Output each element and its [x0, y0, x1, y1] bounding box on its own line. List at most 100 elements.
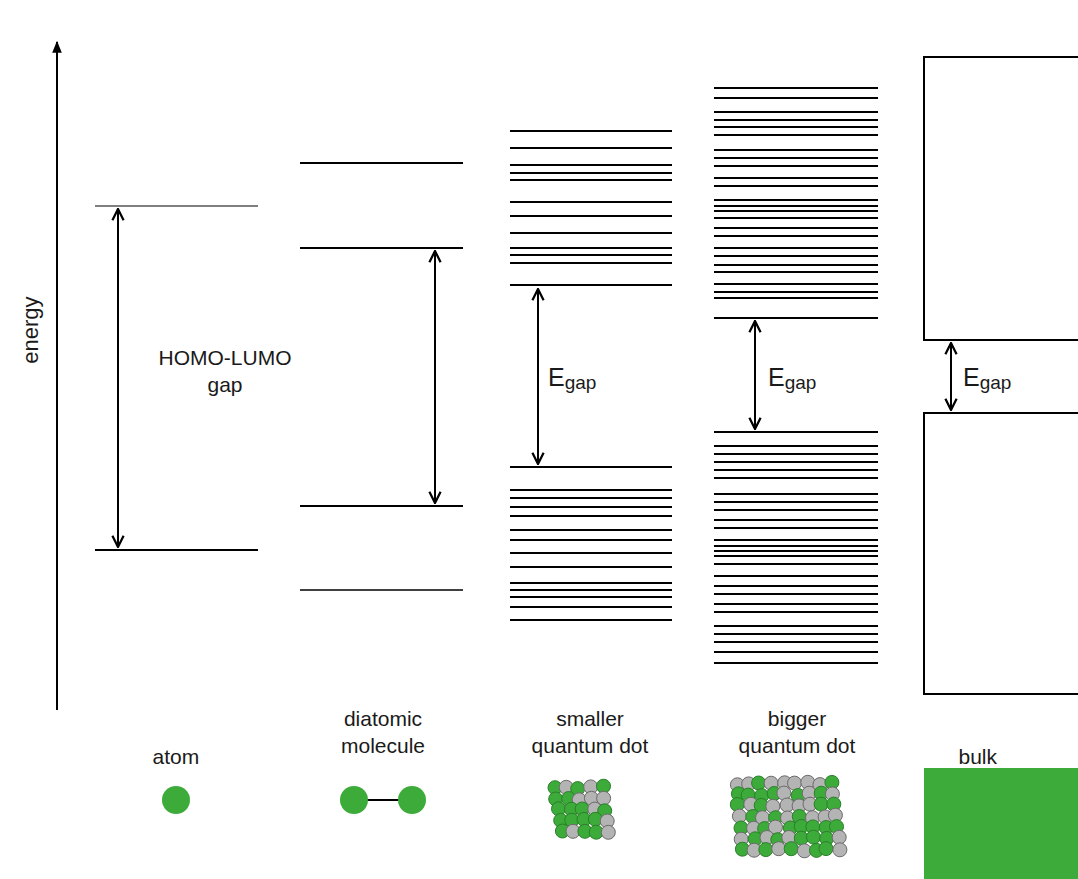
- gap-label: Egap: [548, 361, 596, 395]
- energy-level: [714, 165, 878, 167]
- dot-atom: [752, 776, 766, 790]
- energy-level: [714, 111, 878, 113]
- energy-level: [714, 575, 878, 577]
- energy-level: [714, 651, 878, 653]
- gap-arrow: [434, 251, 436, 503]
- energy-level: [714, 97, 878, 99]
- energy-level: [714, 453, 878, 455]
- energy-level: [510, 254, 672, 256]
- category-label: bigger quantum dot: [727, 706, 867, 760]
- energy-level: [714, 283, 878, 285]
- energy-level: [714, 662, 878, 664]
- energy-level: [510, 619, 672, 621]
- energy-level: [714, 445, 878, 447]
- energy-level: [510, 497, 672, 499]
- energy-level: [510, 596, 672, 598]
- energy-level: [300, 162, 463, 164]
- energy-level: [714, 317, 878, 319]
- energy-level: [714, 641, 878, 643]
- energy-level: [300, 247, 463, 249]
- energy-level: [510, 489, 672, 491]
- atom-icon: [162, 786, 190, 814]
- energy-level: [510, 147, 672, 149]
- energy-level: [510, 172, 672, 174]
- energy-level: [510, 201, 672, 203]
- energy-level: [714, 264, 878, 266]
- energy-level: [510, 232, 672, 234]
- energy-level: [714, 461, 878, 463]
- energy-levels: [95, 88, 878, 663]
- energy-level: [510, 215, 672, 217]
- energy-level: [714, 247, 878, 249]
- energy-level: [714, 469, 878, 471]
- energy-level: [714, 545, 878, 547]
- energy-level: [510, 262, 672, 264]
- energy-level: [714, 205, 878, 207]
- energy-level: [714, 509, 878, 511]
- energy-level: [510, 529, 672, 531]
- energy-level: [95, 205, 258, 206]
- energy-level: [714, 199, 878, 201]
- dot-atom: [814, 797, 828, 811]
- energy-level: [714, 271, 878, 273]
- energy-level: [300, 589, 463, 590]
- energy-level: [714, 134, 878, 136]
- energy-level: [510, 582, 672, 584]
- energy-level: [510, 247, 672, 249]
- energy-level: [714, 593, 878, 595]
- energy-level: [95, 549, 258, 551]
- energy-level: [714, 625, 878, 627]
- energy-level: [714, 585, 878, 587]
- energy-level: [714, 527, 878, 529]
- dot-atom: [832, 830, 846, 844]
- energy-level: [714, 555, 878, 557]
- atom-icon: [398, 786, 426, 814]
- dot-atom: [784, 842, 798, 856]
- energy-axis: [56, 42, 58, 710]
- dot-atom: [833, 843, 847, 857]
- valence-band: [924, 413, 1078, 694]
- gap-label: Egap: [963, 361, 1011, 395]
- energy-level: [714, 119, 878, 121]
- atom-icon: [340, 786, 368, 814]
- energy-level: [714, 477, 878, 479]
- energy-level: [510, 606, 672, 608]
- gap-arrow: [754, 321, 756, 429]
- energy-level: [714, 177, 878, 179]
- energy-level: [510, 466, 672, 468]
- energy-level: [714, 603, 878, 605]
- energy-level: [714, 493, 878, 495]
- energy-level: [714, 210, 878, 212]
- energy-level: [714, 157, 878, 159]
- energy-level: [714, 291, 878, 293]
- conduction-band: [924, 57, 1078, 340]
- energy-level: [510, 589, 672, 591]
- gap-arrow: [950, 343, 952, 410]
- energy-level: [510, 130, 672, 132]
- energy-level: [300, 505, 463, 507]
- energy-level: [714, 255, 878, 257]
- energy-level: [714, 235, 878, 237]
- energy-level: [714, 539, 878, 541]
- dot-atom: [807, 830, 821, 844]
- bulk-icon: [924, 768, 1078, 879]
- energy-level: [714, 431, 878, 433]
- category-label: atom: [153, 744, 200, 771]
- energy-level: [714, 185, 878, 187]
- energy-level: [714, 633, 878, 635]
- energy-level: [714, 126, 878, 128]
- energy-level: [714, 519, 878, 521]
- energy-level: [510, 515, 672, 517]
- gap-label: HOMO-LUMO gap: [145, 345, 305, 399]
- dot-atom: [601, 825, 615, 839]
- gap-label: Egap: [768, 361, 816, 395]
- gap-arrow: [537, 289, 539, 464]
- energy-level: [510, 179, 672, 181]
- quantum-dot-icons: [548, 775, 847, 858]
- energy-level: [510, 539, 672, 541]
- energy-level: [510, 164, 672, 166]
- energy-level: [510, 506, 672, 508]
- dot-atom: [759, 843, 773, 857]
- category-label: bulk: [959, 744, 998, 771]
- energy-level: [510, 552, 672, 554]
